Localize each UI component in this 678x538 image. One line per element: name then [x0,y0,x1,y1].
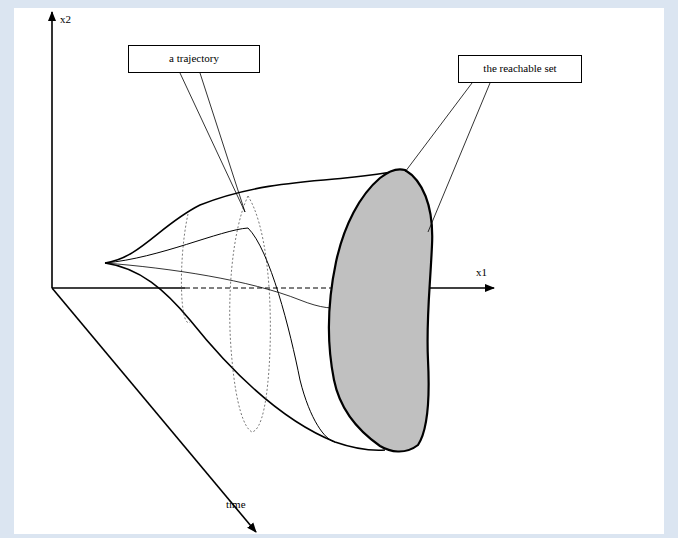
x2-axis [51,12,53,288]
callout-text: the reachable set [483,62,556,75]
axis-label: x2 [60,13,71,25]
time-slice [230,196,271,432]
leader-line [180,73,245,212]
trajectory-curve [105,228,335,442]
time-slice [181,214,190,323]
x1-axis [430,287,494,289]
time-axis [52,288,256,532]
callout-box: the reachable set [458,55,582,83]
leader-line [405,83,490,232]
axis-label: x1 [476,266,487,278]
reachable-set-shape [329,169,432,451]
callout-box: a trajectory [128,45,260,73]
x1-axis [52,287,185,289]
callout-text: a trajectory [169,52,219,65]
trajectory-curve [105,263,345,308]
slide-background [14,8,664,534]
axis-label: time [226,498,246,510]
